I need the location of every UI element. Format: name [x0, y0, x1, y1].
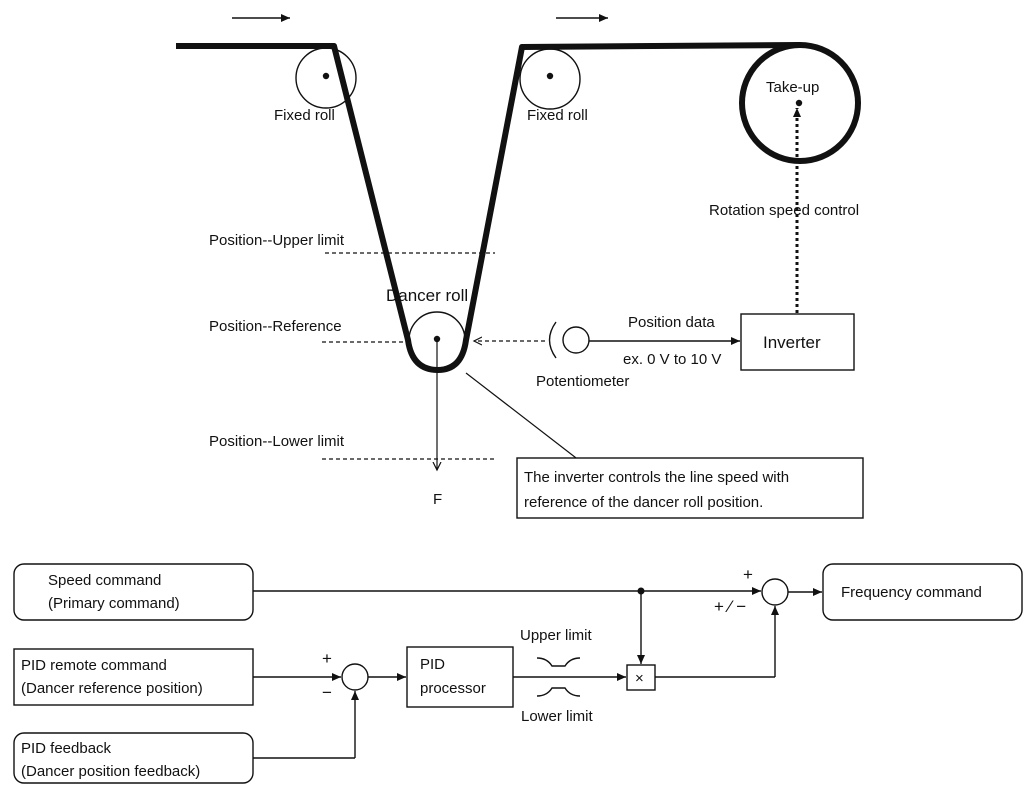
lower-limiter-symbol [536, 687, 581, 697]
pid-minus-sign: − [322, 683, 332, 702]
fixed-roll-right-center [546, 72, 554, 80]
frequency-command-box [822, 563, 1023, 621]
note-line-1: The inverter controls the line speed wit… [524, 469, 789, 486]
multiplier-box [626, 664, 656, 691]
dancer-roll-center [433, 335, 441, 343]
pid-remote-command-box [13, 648, 254, 706]
callout-leader [465, 372, 581, 462]
pid-feedback-line-2: (Dancer position feedback) [21, 763, 200, 780]
pid-feedback-line-1: PID feedback [21, 740, 112, 757]
speed-command-box [13, 563, 254, 621]
voltage-range-label: ex. 0 V to 10 V [623, 351, 721, 368]
take-up-label: Take-up [766, 79, 819, 96]
upper-limit-label: Upper limit [520, 627, 593, 644]
frequency-command-label: Frequency command [841, 584, 982, 601]
upper-limiter-symbol [536, 657, 581, 667]
potentiometer-bracket [548, 321, 557, 359]
inverter-label: Inverter [763, 333, 821, 352]
note-line-2: reference of the dancer roll position. [524, 494, 763, 511]
position-reference-label: Position--Reference [209, 318, 342, 335]
output-summing-junction [761, 578, 789, 606]
inverter-box [740, 313, 855, 371]
speed-command-line-2: (Primary command) [48, 595, 180, 612]
multiplier-symbol: × [635, 670, 644, 687]
pid-summing-junction [341, 663, 369, 691]
fixed-roll-left-label: Fixed roll [274, 107, 335, 124]
output-plus-sign: + [743, 565, 753, 584]
take-up-center [795, 99, 803, 107]
position-lower-label: Position--Lower limit [209, 433, 345, 450]
lower-limit-label: Lower limit [521, 708, 594, 725]
fixed-roll-left-center [322, 72, 330, 80]
position-upper-label: Position--Upper limit [209, 232, 345, 249]
pid-processor-line-1: PID [420, 656, 445, 673]
pid-plus-sign: + [322, 649, 332, 668]
force-label: F [433, 491, 442, 508]
position-data-label: Position data [628, 314, 715, 331]
rotation-speed-control-label: Rotation speed control [709, 202, 859, 219]
potentiometer-label: Potentiometer [536, 373, 629, 390]
potentiometer-icon [562, 326, 590, 354]
pid-remote-line-2: (Dancer reference position) [21, 680, 203, 697]
fixed-roll-right-label: Fixed roll [527, 107, 588, 124]
output-plus-minus-sign: + ⁄ − [714, 597, 746, 616]
note-box [516, 457, 864, 519]
dancer-roll-label: Dancer roll [386, 286, 468, 305]
pid-processor-line-2: processor [420, 680, 486, 697]
pid-remote-line-1: PID remote command [21, 657, 167, 674]
speed-command-line-1: Speed command [48, 572, 161, 589]
